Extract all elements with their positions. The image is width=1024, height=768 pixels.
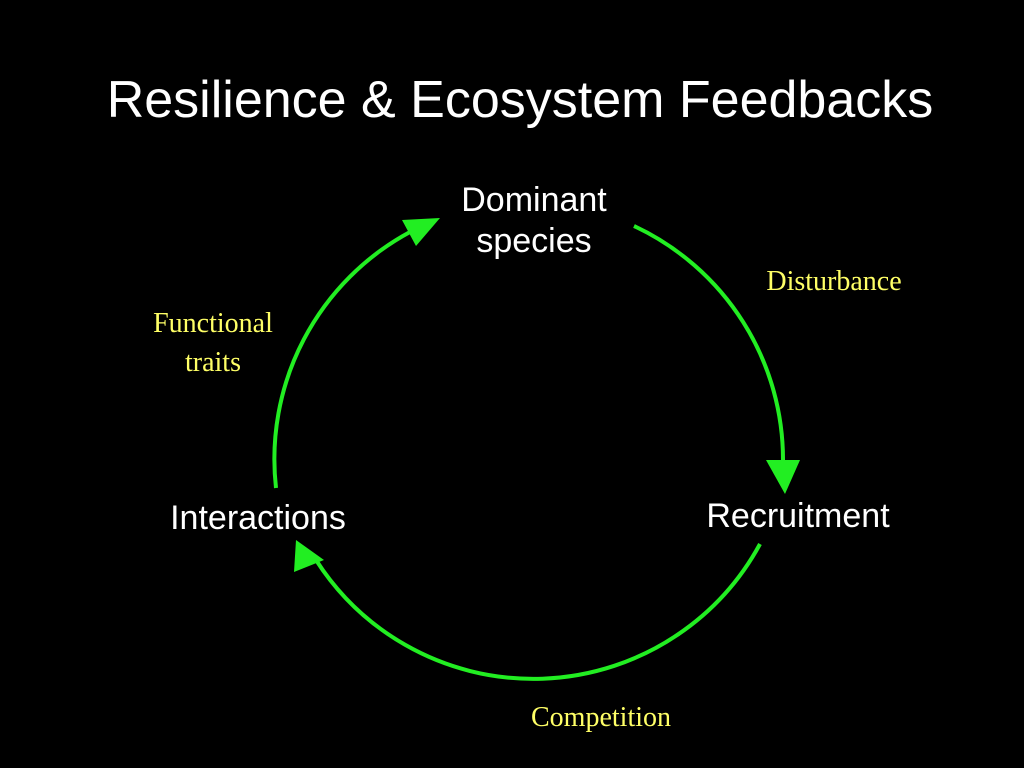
node-recruitment: Recruitment (706, 497, 890, 535)
label-functional-traits: Functional traits (128, 304, 298, 382)
label-disturbance: Disturbance (766, 266, 902, 297)
node-dominant-species-line1: Dominant (461, 181, 607, 219)
arrowhead-recruitment (766, 460, 800, 494)
node-dominant-species: Dominant species (434, 180, 634, 263)
label-competition: Competition (531, 702, 671, 733)
arrow-interactions-to-dominant (272, 230, 411, 489)
node-dominant-species-line2: species (476, 222, 592, 261)
slide-title: Resilience & Ecosystem Feedbacks (106, 71, 934, 129)
arrowhead-interactions (294, 540, 324, 572)
node-interactions: Interactions (170, 499, 346, 537)
arrow-recruitment-to-interactions (314, 543, 762, 681)
arrowhead-dominant (402, 218, 440, 246)
arrow-dominant-to-recruitment (633, 224, 786, 463)
label-functional-traits-line1: Functional (153, 308, 273, 339)
label-functional-traits-line2: traits (185, 347, 241, 379)
